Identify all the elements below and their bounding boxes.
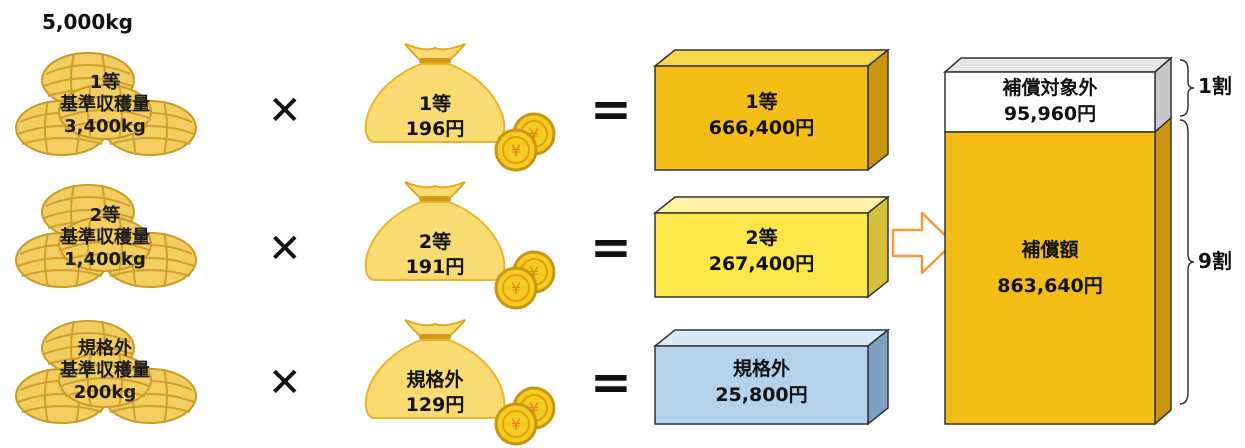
bag-grade: 規格外 [406, 369, 464, 391]
result-box-1 [652, 48, 891, 172]
result-label-3: 規格外 25,800円 [655, 357, 868, 408]
compensation-amount: 863,640円 [997, 275, 1103, 298]
result-amount: 25,800円 [715, 383, 808, 406]
excluded-title: 補償対象外 [1002, 77, 1098, 99]
result-grade: 2等 [745, 227, 778, 249]
equals-icon-3: = [590, 353, 632, 411]
result-amount: 267,400円 [708, 252, 815, 275]
excluded-label: 補償対象外 95,960円 [945, 76, 1155, 127]
rice-amount: 200kg [73, 381, 137, 403]
summary-column [943, 56, 1173, 426]
total-weight: 5,000kg [42, 10, 133, 34]
compensation-title: 補償額 [1021, 239, 1079, 261]
bag-price: 129円 [405, 393, 465, 416]
rice-caption: 基準収穫量 [60, 93, 150, 115]
brace-compensation [1179, 119, 1195, 405]
multiply-icon-2: ✕ [268, 226, 302, 272]
compensation-share: 9割 [1198, 249, 1232, 273]
bag-price: 191円 [405, 255, 465, 278]
coin-icon-3 [494, 386, 556, 446]
result-box-2 [652, 195, 891, 299]
result-grade: 規格外 [732, 358, 790, 380]
bag-price: 196円 [405, 117, 465, 140]
bag-grade: 2等 [418, 231, 452, 253]
excluded-share: 1割 [1198, 74, 1232, 98]
rice-amount: 3,400kg [64, 115, 146, 137]
result-box-3 [652, 328, 891, 426]
rice-caption: 基準収穫量 [60, 226, 150, 248]
rice-grade: 規格外 [78, 338, 132, 359]
rice-label-2: 2等 基準収穫量 1,400kg [30, 205, 180, 271]
equals-icon-2: = [590, 218, 632, 276]
rice-grade: 2等 [89, 205, 121, 226]
bag-label-3: 規格外 129円 [375, 368, 495, 417]
rice-amount: 1,400kg [64, 248, 146, 270]
rice-label-3: 規格外 基準収穫量 200kg [30, 338, 180, 404]
result-label-2: 2等 267,400円 [655, 226, 868, 277]
excluded-amount: 95,960円 [1003, 102, 1097, 125]
result-amount: 666,400円 [708, 116, 815, 139]
result-label-1: 1等 666,400円 [655, 90, 868, 141]
bag-label-1: 1等 196円 [375, 92, 495, 141]
arrow-right-icon [891, 211, 955, 275]
rice-label-1: 1等 基準収穫量 3,400kg [30, 72, 180, 138]
compensation-label: 補償額 863,640円 [945, 232, 1155, 304]
brace-excluded [1179, 59, 1195, 117]
rice-grade: 1等 [89, 72, 121, 93]
result-grade: 1等 [745, 91, 778, 113]
rice-caption: 基準収穫量 [60, 359, 150, 381]
equals-icon-1: = [590, 80, 632, 138]
multiply-icon-3: ✕ [268, 360, 302, 406]
multiply-icon-1: ✕ [268, 88, 302, 134]
bag-grade: 1等 [418, 93, 452, 115]
bag-label-2: 2等 191円 [375, 230, 495, 279]
